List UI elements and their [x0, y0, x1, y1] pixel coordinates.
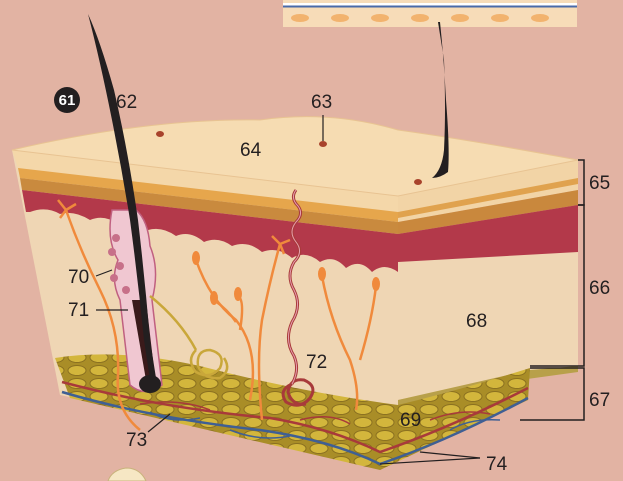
label-62: 62 — [116, 92, 137, 113]
block-right-face — [398, 160, 578, 408]
previous-figure-fragment — [283, 0, 577, 27]
label-72: 72 — [306, 352, 327, 373]
label-64: 64 — [240, 140, 262, 161]
label-71: 71 — [68, 300, 89, 321]
label-74: 74 — [486, 454, 508, 475]
label-70: 70 — [68, 267, 89, 288]
label-65: 65 — [589, 173, 610, 194]
label-66: 66 — [589, 278, 610, 299]
callout-badge-61: 61 — [54, 87, 80, 113]
label-69: 69 — [400, 410, 421, 431]
badge-61-text: 61 — [59, 92, 76, 109]
label-67: 67 — [589, 390, 610, 411]
label-73: 73 — [126, 430, 147, 451]
label-68: 68 — [466, 311, 487, 332]
label-63: 63 — [311, 92, 332, 113]
next-figure-fragment — [108, 468, 146, 481]
